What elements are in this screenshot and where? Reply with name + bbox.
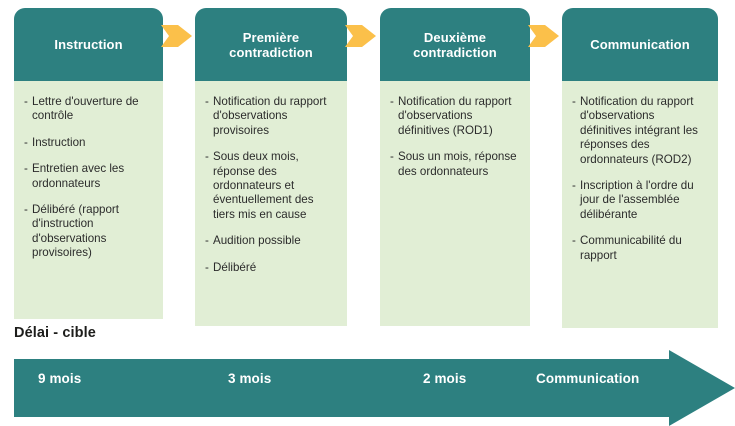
bullet-dash: - [205,150,209,164]
list-item-text: Notification du rapport d'observations d… [580,95,698,166]
list-item: - Notification du rapport d'observations… [390,95,520,138]
list-item-text: Inscription à l'ordre du jour de l'assem… [580,179,694,221]
delai-cible-label: Délai - cible [14,325,96,341]
column-header-line: Instruction [54,37,123,52]
list-item: - Notification du rapport d'observations… [205,95,337,138]
list-item-text: Instruction [32,135,86,149]
column-body-premiere-contradiction: - Notification du rapport d'observations… [195,81,347,326]
chevron-right-icon [528,25,559,47]
column-header-line: contradiction [229,44,313,60]
list-item: - Inscription à l'ordre du jour de l'ass… [572,179,708,222]
column-header-line: Première [242,29,300,45]
list-item: - Délibéré [205,261,337,275]
list-item-text: Notification du rapport d'observations d… [398,95,512,137]
list-item: - Notification du rapport d'observations… [572,95,708,167]
column-header-communication: Communication [562,8,718,81]
bullet-dash: - [572,234,576,248]
list-item: - Communicabilité du rapport [572,234,708,263]
list-item-text: Notification du rapport d'observations p… [213,95,327,137]
column-header-deuxieme-contradiction: Deuxième contradiction [380,8,530,81]
list-item-text: Communicabilité du rapport [580,234,682,262]
column-body-communication: - Notification du rapport d'observations… [562,81,718,328]
list-item: - Audition possible [205,234,337,248]
connector-chevron-2 [345,25,376,47]
list-item-text: Lettre d'ouverture de contrôle [32,95,139,123]
bullet-dash: - [205,95,209,108]
bullet-dash: - [390,95,394,108]
connector-chevron-3 [528,25,559,47]
timeline-segment-label-4: Communication [536,371,640,386]
column-header-premiere-contradiction: Première contradiction [195,8,347,81]
bullet-dash: - [205,260,209,274]
list-item-text: Entretien avec les ordonnateurs [32,162,125,190]
list-item-text: Délibéré [213,260,257,274]
bullet-dash: - [390,150,394,164]
timeline-arrow [14,350,735,426]
process-column-instruction: Instruction - Lettre d'ouverture de cont… [14,8,163,319]
column-body-instruction: - Lettre d'ouverture de contrôle - Instr… [14,81,163,319]
list-item-text: Délibéré (rapport d'instruction d'observ… [32,203,119,260]
list-item: - Sous un mois, réponse des ordonnateurs [390,150,520,179]
timeline-segment-label-2: 3 mois [228,371,272,386]
timeline-segment-label-3: 2 mois [423,371,467,386]
process-column-deuxieme-contradiction: Deuxième contradiction - Notification du… [380,8,530,326]
column-header-line: Deuxième [423,29,487,45]
list-item-text: Sous un mois, réponse des ordonnateurs [398,150,517,178]
column-header-line: Communication [590,37,690,52]
column-header-line: contradiction [413,44,497,60]
bullet-dash: - [572,95,576,108]
list-item-text: Audition possible [213,234,301,248]
column-header-instruction: Instruction [14,8,163,81]
bullet-dash: - [24,135,28,149]
list-item: - Entretien avec les ordonnateurs [24,162,153,191]
list-item: - Lettre d'ouverture de contrôle [24,95,153,124]
chevron-right-icon [345,25,376,47]
bullet-dash: - [24,203,28,217]
connector-chevron-1 [161,25,192,47]
column-body-deuxieme-contradiction: - Notification du rapport d'observations… [380,81,530,326]
process-column-communication: Communication - Notification du rapport … [562,8,718,328]
list-item-text: Sous deux mois, réponse des ordonnateurs… [213,150,314,221]
list-item: - Sous deux mois, réponse des ordonnateu… [205,150,337,222]
list-item: - Délibéré (rapport d'instruction d'obse… [24,203,153,261]
bullet-dash: - [24,162,28,176]
chevron-right-icon [161,25,192,47]
timeline-segment-label-1: 9 mois [38,371,82,386]
bullet-dash: - [572,179,576,193]
timeline-arrow-shape [14,350,735,426]
list-item: - Instruction [24,136,153,150]
process-column-premiere-contradiction: Première contradiction - Notification du… [195,8,347,326]
bullet-dash: - [24,95,28,108]
bullet-dash: - [205,234,209,248]
